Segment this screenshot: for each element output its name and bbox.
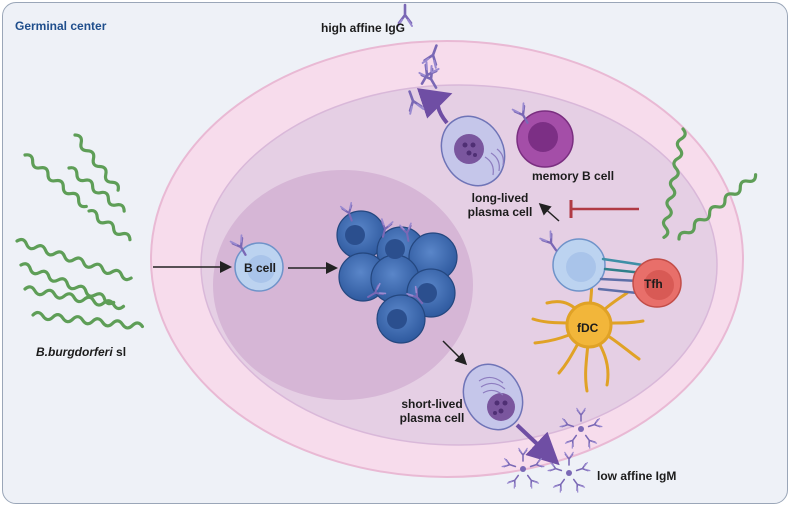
b-cell-label: B cell [244,261,277,275]
long-lived-line-1: long-lived [471,191,529,205]
memory-b-cell-label: memory B cell [532,169,615,183]
germinal-center-diagram [15,3,758,504]
spirochete-icon [661,127,758,241]
spirochete-icon [15,133,144,330]
arrow-to-long-lived [538,203,560,222]
long-lived-line-2: plasma cell [467,205,533,219]
low-affine-igm-label: low affine IgM [597,469,677,483]
short-lived-label: short-lived plasma cell [387,397,477,425]
fdc-cell [531,277,645,393]
short-lived-plasma-cell [462,363,524,431]
long-lived-label: long-lived plasma cell [455,191,545,219]
bacteria-name: B.burgdorferi [36,345,113,359]
bacteria-label: B.burgdorferi sl [36,345,126,359]
figure-title: Germinal center [15,19,107,33]
secretion-arrow-igg [416,88,453,125]
tfh-label: Tfh [644,277,663,291]
bacteria-suffix: sl [116,345,127,359]
arrow-to-short-lived [442,340,468,366]
tfh-cell [632,258,682,308]
memory-b-cell [511,102,574,168]
b-cell-at-fdc [538,230,606,292]
short-lived-line-2: plasma cell [399,411,465,425]
b-cell [229,234,284,292]
secretion-arrow-igm [515,423,560,466]
inhibition-arrow-icon [569,200,639,218]
fdc-label: fDC [577,321,599,335]
dividing-b-cell-cluster [336,210,458,344]
short-lived-line-1: short-lived [401,397,463,411]
long-lived-plasma-cell [440,115,506,187]
high-affine-igg-label: high affine IgG [321,21,405,35]
